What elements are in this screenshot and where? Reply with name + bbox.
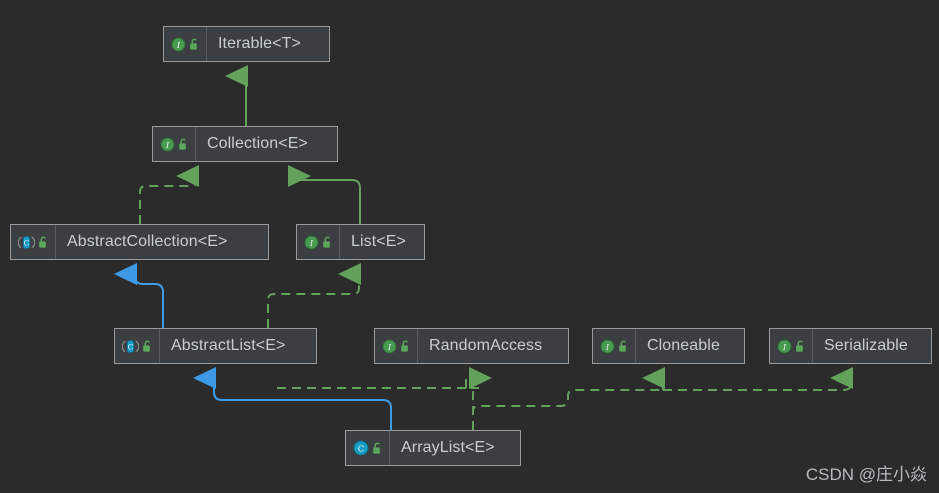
- node-arraylist[interactable]: C ArrayList<E>: [345, 430, 521, 466]
- node-label: Serializable: [824, 337, 908, 354]
- interface-icon: I: [304, 234, 319, 250]
- node-serializable[interactable]: I Serializable: [769, 328, 932, 364]
- edge-arraylist-to-abstractlist: [193, 367, 392, 430]
- svg-text:I: I: [165, 139, 170, 149]
- unlocked-lock-icon: [322, 236, 333, 249]
- node-icons: I: [770, 329, 813, 363]
- edge-abstractlist-to-list: [267, 263, 361, 328]
- svg-text:I: I: [387, 341, 392, 351]
- svg-text:I: I: [176, 39, 181, 49]
- edge-abstractcollection-to-collection: [139, 165, 199, 224]
- node-randomaccess[interactable]: I RandomAccess: [374, 328, 569, 364]
- node-label: Iterable<T>: [218, 35, 301, 52]
- node-label: Collection<E>: [207, 135, 308, 152]
- node-cloneable[interactable]: I Cloneable: [592, 328, 745, 364]
- node-list[interactable]: I List<E>: [296, 224, 425, 260]
- edge-list-to-collection: [288, 165, 361, 224]
- watermark: CSDN @庄小焱: [805, 465, 927, 484]
- svg-text:I: I: [309, 237, 314, 247]
- svg-text:C: C: [24, 238, 30, 247]
- interface-icon: I: [160, 136, 175, 152]
- unlocked-lock-icon: [372, 442, 383, 455]
- node-icons: I: [593, 329, 636, 363]
- unlocked-lock-icon: [178, 138, 189, 151]
- unlocked-lock-icon: [38, 236, 49, 249]
- node-icons: I: [153, 127, 196, 161]
- interface-icon: I: [171, 36, 186, 52]
- abstract-class-icon: C: [18, 235, 35, 250]
- svg-text:C: C: [358, 444, 365, 454]
- abstract-class-icon: C: [122, 339, 139, 354]
- interface-icon: I: [382, 338, 397, 354]
- node-icons: I: [164, 27, 207, 61]
- svg-text:I: I: [782, 341, 787, 351]
- edge-abstractlist-to-abstractcollection: [114, 263, 164, 328]
- unlocked-lock-icon: [400, 340, 411, 353]
- node-icons: C: [346, 431, 390, 465]
- unlocked-lock-icon: [142, 340, 153, 353]
- edge-arraylist-to-serializable: [663, 367, 853, 391]
- node-abstractcollection[interactable]: C AbstractCollection<E>: [10, 224, 269, 260]
- unlocked-lock-icon: [795, 340, 806, 353]
- interface-icon: I: [777, 338, 792, 354]
- interface-icon: I: [600, 338, 615, 354]
- node-label: RandomAccess: [429, 337, 543, 354]
- edge-arraylist-trunk-right: [472, 389, 663, 430]
- node-label: ArrayList<E>: [401, 439, 495, 456]
- svg-text:C: C: [128, 342, 134, 351]
- class-icon: C: [353, 440, 369, 456]
- node-label: AbstractList<E>: [171, 337, 286, 354]
- node-label: Cloneable: [647, 337, 720, 354]
- node-icons: I: [375, 329, 418, 363]
- node-icons: C: [11, 225, 56, 259]
- svg-text:I: I: [605, 341, 610, 351]
- node-icons: I: [297, 225, 340, 259]
- unlocked-lock-icon: [618, 340, 629, 353]
- node-iterable[interactable]: I Iterable<T>: [163, 26, 330, 62]
- node-icons: C: [115, 329, 160, 363]
- node-collection[interactable]: I Collection<E>: [152, 126, 338, 162]
- node-abstractlist[interactable]: C AbstractList<E>: [114, 328, 317, 364]
- edge-arraylist-to-randomaccess-head: [465, 367, 492, 389]
- edge-arraylist-to-randomaccess: [466, 387, 480, 430]
- node-label: List<E>: [351, 233, 406, 250]
- unlocked-lock-icon: [189, 38, 200, 51]
- node-label: AbstractCollection<E>: [67, 233, 228, 250]
